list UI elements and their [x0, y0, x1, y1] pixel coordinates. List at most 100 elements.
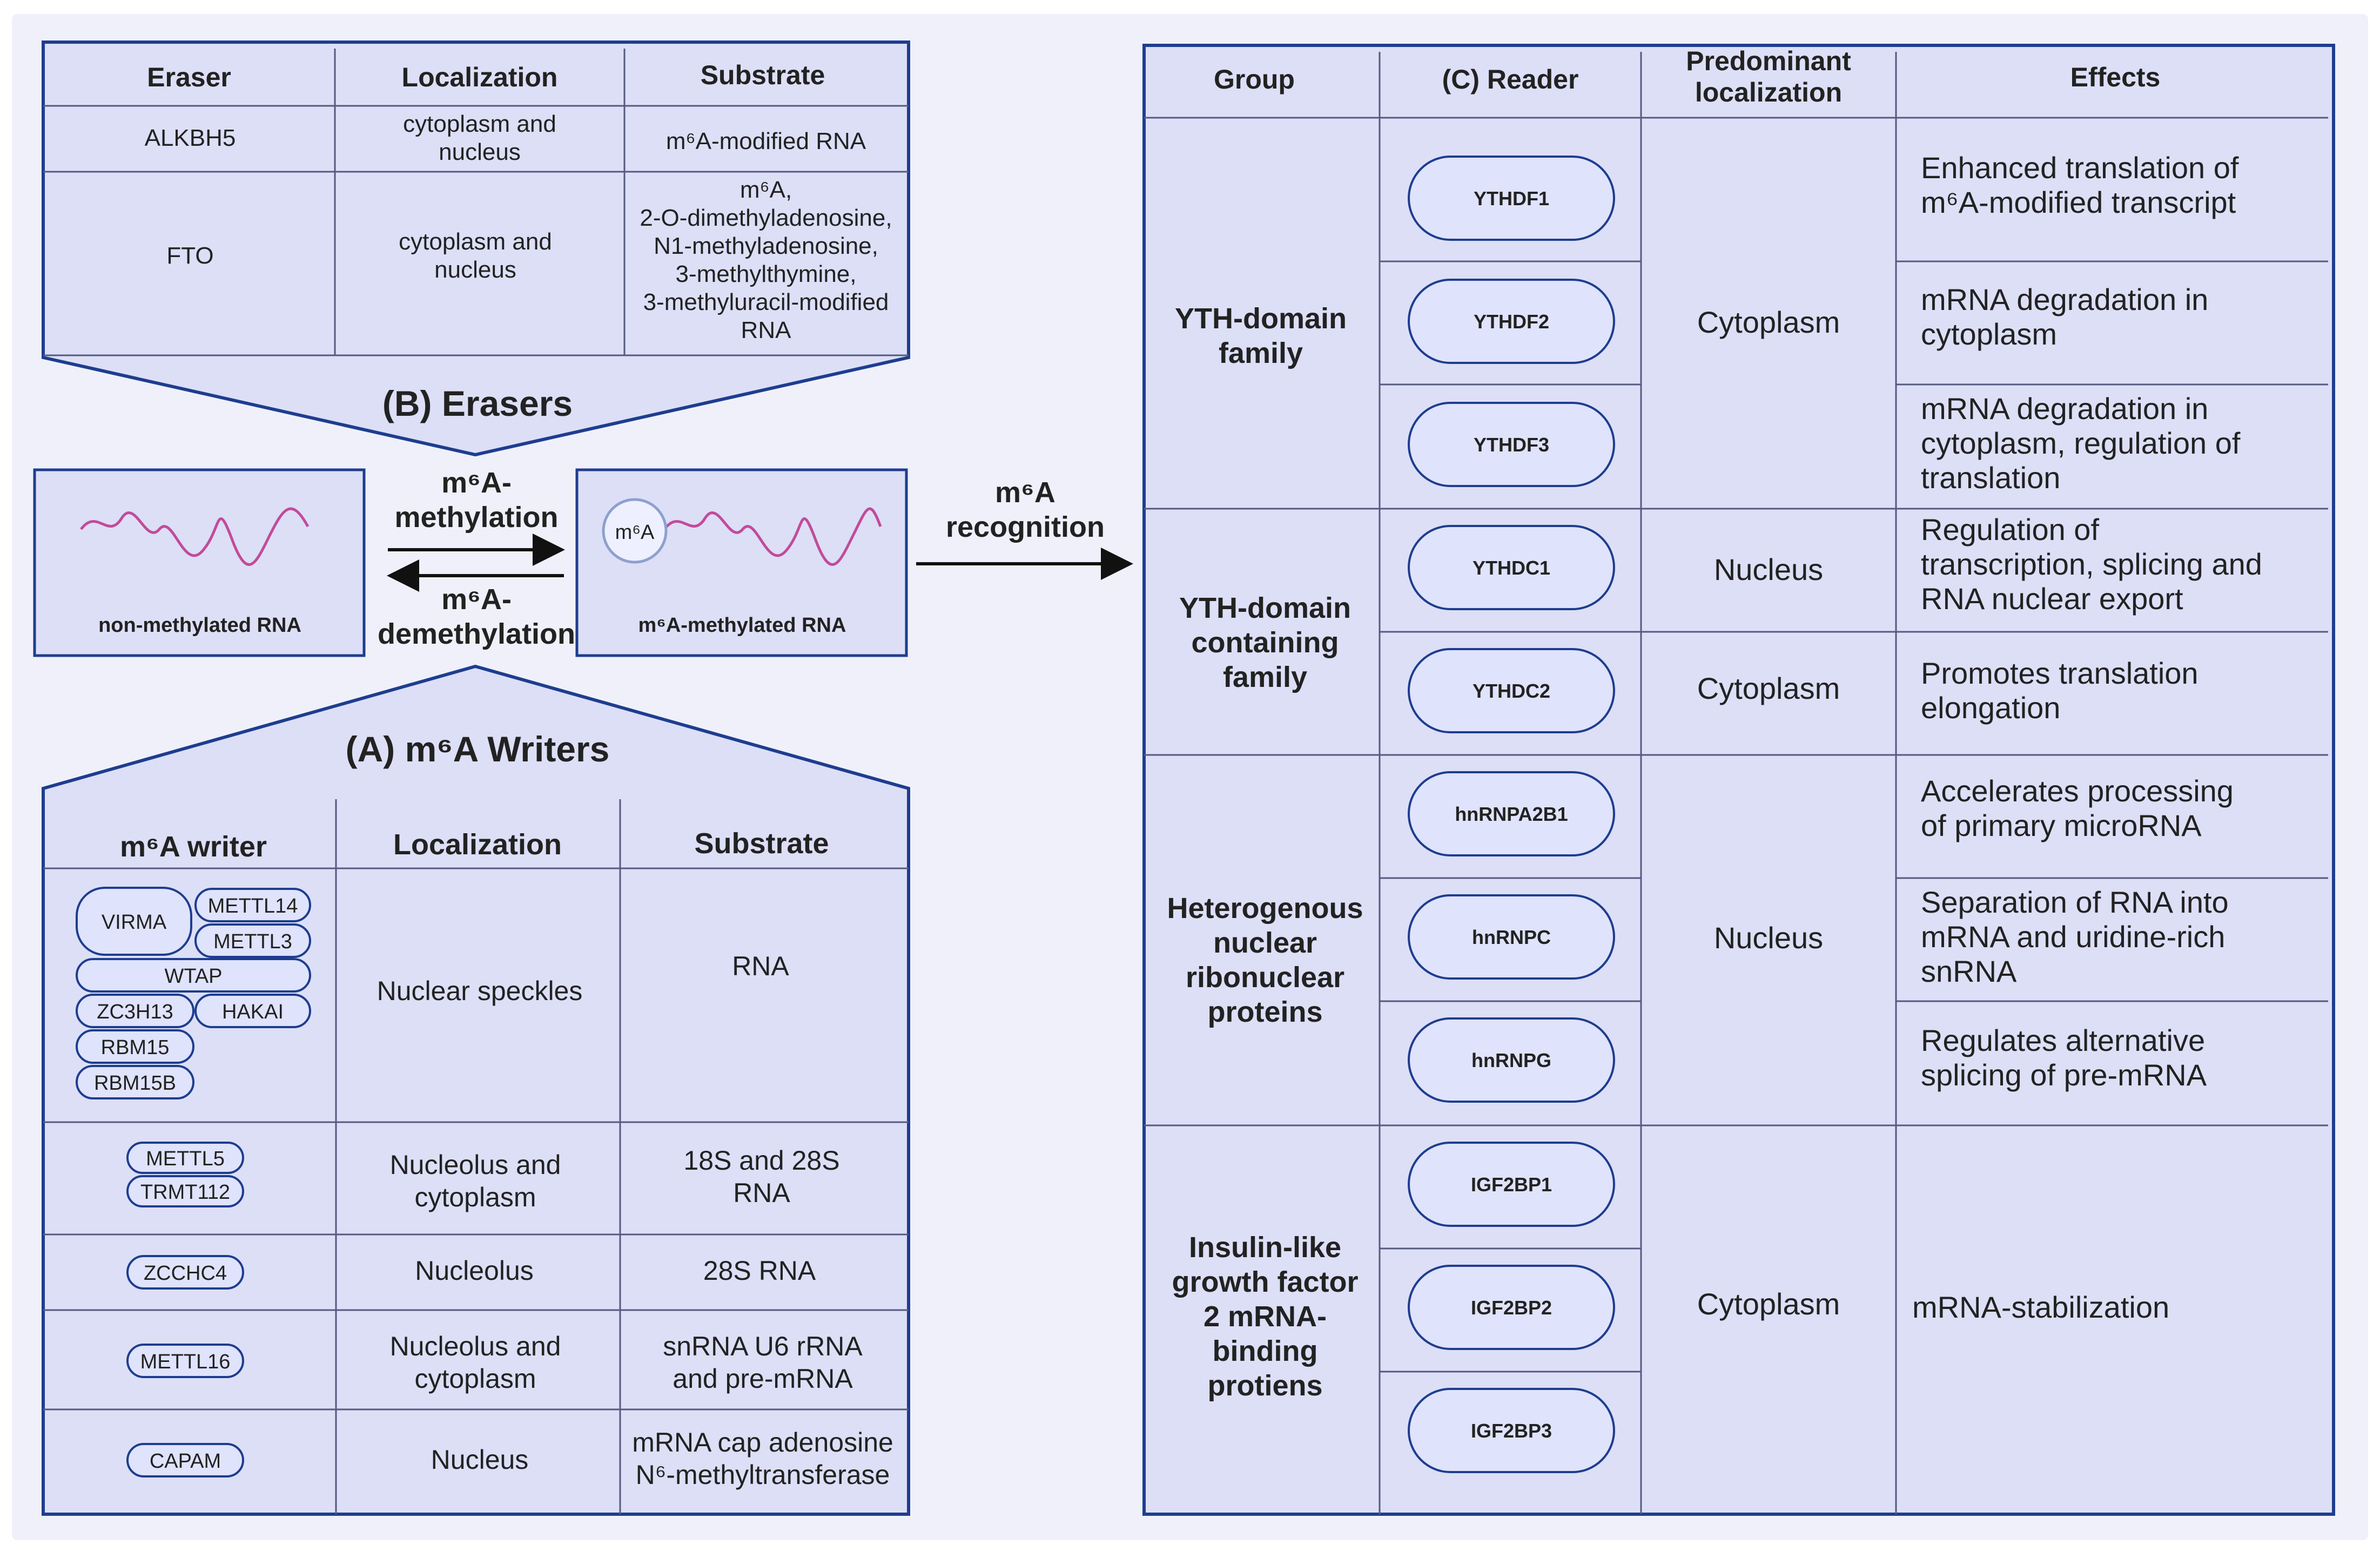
- writer-pill-rbm15b: [76, 1065, 194, 1099]
- reader-hnrnpg: hnRNPG: [1471, 1049, 1551, 1071]
- reader-ythdc1: YTHDC1: [1473, 557, 1550, 579]
- localization-ythdc2: Cytoplasm: [1697, 671, 1840, 705]
- writer-row4-substrate-l2: and pre-mRNA: [673, 1364, 853, 1394]
- writer-row2-localization-l2: cytoplasm: [414, 1182, 536, 1212]
- erasers-col-localization: Localization: [402, 62, 558, 92]
- rna-strand-icon: [80, 507, 310, 566]
- group-hnrnp-l4: proteins: [1207, 996, 1322, 1028]
- writer-pill-rbm15: [76, 1029, 194, 1064]
- writer-pill-mettl5: [126, 1142, 244, 1174]
- reader-pill-ythdf1: [1408, 156, 1615, 241]
- readers-col-localization-l2: localization: [1695, 77, 1842, 107]
- eraser-alkbh5-localization-l2: nucleus: [439, 139, 521, 165]
- writer-row4-substrate-l1: snRNA U6 rRNA: [663, 1331, 863, 1361]
- writer-rbm15: RBM15: [101, 1036, 170, 1059]
- group-yth-containing-l3: family: [1223, 661, 1307, 693]
- reader-pill-ythdc1: [1408, 525, 1615, 610]
- eraser-fto-substrate-l4: 3-methylthymine,: [675, 261, 856, 287]
- readers-col-reader: (C) Reader: [1442, 64, 1579, 95]
- methylated-rna-label: m⁶A-methylated RNA: [638, 614, 846, 637]
- writer-hakai: HAKAI: [222, 1001, 284, 1023]
- writer-mettl3: METTL3: [213, 930, 292, 953]
- readers-col-group: Group: [1214, 64, 1295, 95]
- erasers-col-eraser: Eraser: [147, 62, 231, 92]
- non-methylated-rna-label: non-methylated RNA: [98, 614, 301, 637]
- group-hnrnp-l1: Heterogenous: [1167, 892, 1363, 925]
- writer-row3-localization: Nucleolus: [415, 1256, 534, 1286]
- reader-ythdf3: YTHDF3: [1474, 434, 1549, 456]
- effect-ythdc1-l3: RNA nuclear export: [1921, 582, 2183, 616]
- reader-igf2bp2: IGF2BP2: [1471, 1297, 1552, 1319]
- writer-row1-substrate: RNA: [732, 951, 789, 981]
- writer-row1-localization: Nuclear speckles: [377, 976, 583, 1006]
- effect-ythdf2-l2: cytoplasm: [1921, 317, 2057, 351]
- eraser-fto: FTO: [166, 242, 213, 269]
- demethylation-label-l1: m⁶A-: [441, 583, 512, 616]
- reader-igf2bp3: IGF2BP3: [1471, 1420, 1552, 1442]
- writer-trmt112: TRMT112: [140, 1181, 230, 1204]
- writer-row5-substrate-l2: N⁶-methyltransferase: [636, 1460, 890, 1490]
- localization-yth-family: Cytoplasm: [1697, 305, 1840, 339]
- effect-hnrnpc-l2: mRNA and uridine-rich: [1921, 920, 2225, 954]
- reader-pill-igf2bp1: [1408, 1142, 1615, 1227]
- reader-igf2bp1: IGF2BP1: [1471, 1173, 1552, 1196]
- writer-zcchc4: ZCCHC4: [144, 1262, 227, 1285]
- readers-col-localization-l1: Predominant: [1686, 46, 1851, 76]
- writer-row2-substrate-l2: RNA: [733, 1178, 790, 1208]
- effect-hnrnpg-l2: splicing of pre-mRNA: [1921, 1058, 2207, 1092]
- group-igf2bp-l4: binding: [1213, 1335, 1318, 1367]
- writer-rbm15b: RBM15B: [94, 1072, 176, 1095]
- effect-hnrnpg-l1: Regulates alternative: [1921, 1023, 2205, 1057]
- group-yth-family-l1: YTH-domain: [1175, 302, 1347, 335]
- effect-ythdc2-l2: elongation: [1921, 691, 2060, 725]
- localization-igf2bp: Cytoplasm: [1697, 1287, 1840, 1321]
- eraser-fto-localization-l1: cytoplasm and: [399, 228, 552, 255]
- writer-capam: CAPAM: [150, 1450, 221, 1473]
- writers-col-substrate: Substrate: [694, 827, 829, 860]
- writer-row4-localization-l1: Nucleolus and: [390, 1331, 561, 1361]
- recognition-label-l1: m⁶A: [995, 476, 1055, 509]
- eraser-fto-substrate-l1: m⁶A,: [740, 177, 792, 203]
- erasers-shape: [42, 41, 910, 457]
- m6a-mark-icon: [602, 498, 668, 564]
- localization-hnrnp: Nucleus: [1714, 921, 1823, 955]
- eraser-alkbh5: ALKBH5: [145, 125, 236, 151]
- group-yth-containing-l1: YTH-domain: [1179, 592, 1351, 624]
- readers-panel: Group (C) Reader Predominant localizatio…: [1142, 44, 2335, 1516]
- readers-col-effects: Effects: [2070, 62, 2161, 92]
- group-igf2bp-l5: protiens: [1207, 1369, 1322, 1402]
- writer-row4-localization-l2: cytoplasm: [414, 1364, 536, 1394]
- reader-pill-igf2bp2: [1408, 1265, 1615, 1350]
- writer-wtap: WTAP: [165, 965, 223, 988]
- demethylation-label-l2: demethylation: [378, 618, 575, 650]
- rna-process: non-methylated RNA m⁶A m⁶A-methylated RN…: [33, 467, 1133, 657]
- localization-ythdc1: Nucleus: [1714, 552, 1823, 586]
- m6a-mark-label: m⁶A: [615, 521, 655, 544]
- group-igf2bp-l1: Insulin-like: [1189, 1231, 1341, 1264]
- writers-panel: (A) m⁶A Writers m⁶A writer Localization …: [42, 664, 910, 1516]
- writers-col-writer: m⁶A writer: [120, 831, 267, 863]
- effect-ythdf1-l2: m⁶A-modified transcript: [1921, 185, 2236, 219]
- group-hnrnp-l3: ribonuclear: [1186, 961, 1344, 994]
- writer-pill-mettl3: [194, 923, 311, 958]
- writer-row2-localization-l1: Nucleolus and: [390, 1150, 561, 1180]
- writer-row3-substrate: 28S RNA: [703, 1256, 816, 1286]
- effect-ythdf3-l2: cytoplasm, regulation of: [1921, 426, 2241, 460]
- eraser-fto-substrate-l6: RNA: [741, 317, 792, 343]
- effect-hnrnpa2b1-l2: of primary microRNA: [1921, 808, 2202, 842]
- effect-ythdc1-l2: transcription, splicing and: [1921, 547, 2262, 581]
- writer-row5-substrate-l1: mRNA cap adenosine: [632, 1427, 893, 1457]
- writer-pill-virma: [76, 887, 192, 956]
- methylation-label-l1: m⁶A-: [441, 467, 512, 499]
- erasers-col-substrate: Substrate: [701, 60, 825, 90]
- eraser-alkbh5-substrate: m⁶A-modified RNA: [666, 128, 866, 154]
- eraser-fto-substrate-l2: 2-O-dimethyladenosine,: [640, 205, 892, 231]
- writer-mettl5: METTL5: [146, 1148, 225, 1170]
- group-yth-family-l2: family: [1219, 337, 1303, 369]
- effect-ythdc2-l1: Promotes translation: [1921, 656, 2199, 690]
- effect-ythdf1-l1: Enhanced translation of: [1921, 151, 2239, 185]
- writer-row2-substrate-l1: 18S and 28S: [683, 1145, 839, 1176]
- reader-ythdc2: YTHDC2: [1473, 680, 1550, 702]
- writer-virma: VIRMA: [102, 911, 167, 934]
- methylation-label-l2: methylation: [394, 501, 558, 534]
